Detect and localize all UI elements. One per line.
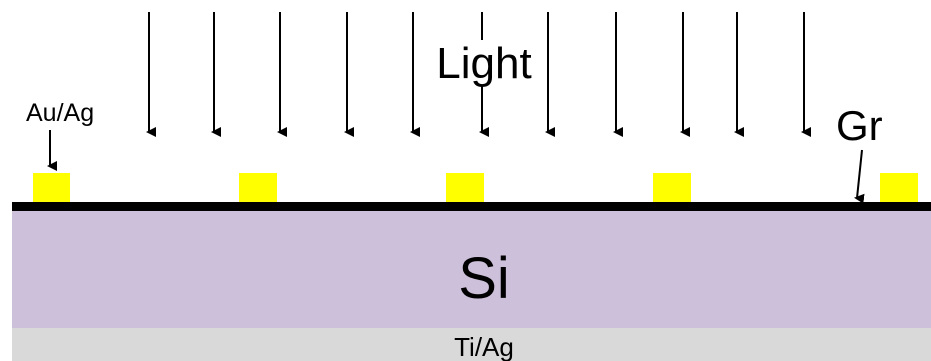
light-label: Light <box>436 39 531 88</box>
electrode-pad <box>33 173 70 203</box>
silicon-substrate <box>12 211 931 328</box>
electrode-pad <box>653 173 691 203</box>
graphene-layer <box>12 202 931 211</box>
electrode-pads <box>33 173 918 203</box>
light-label-background <box>432 40 536 86</box>
electrode-pad <box>239 173 277 203</box>
back-contact-label: Ti/Ag <box>454 332 514 361</box>
graphene-pointer-arrow <box>854 149 865 204</box>
electrode-pad <box>880 173 918 203</box>
back-contact-layer <box>12 328 931 361</box>
electrode-pad <box>446 173 484 203</box>
substrate-label: Si <box>458 246 510 311</box>
electrode-label: Au/Ag <box>26 99 94 127</box>
graphene-label: Gr <box>836 102 883 149</box>
